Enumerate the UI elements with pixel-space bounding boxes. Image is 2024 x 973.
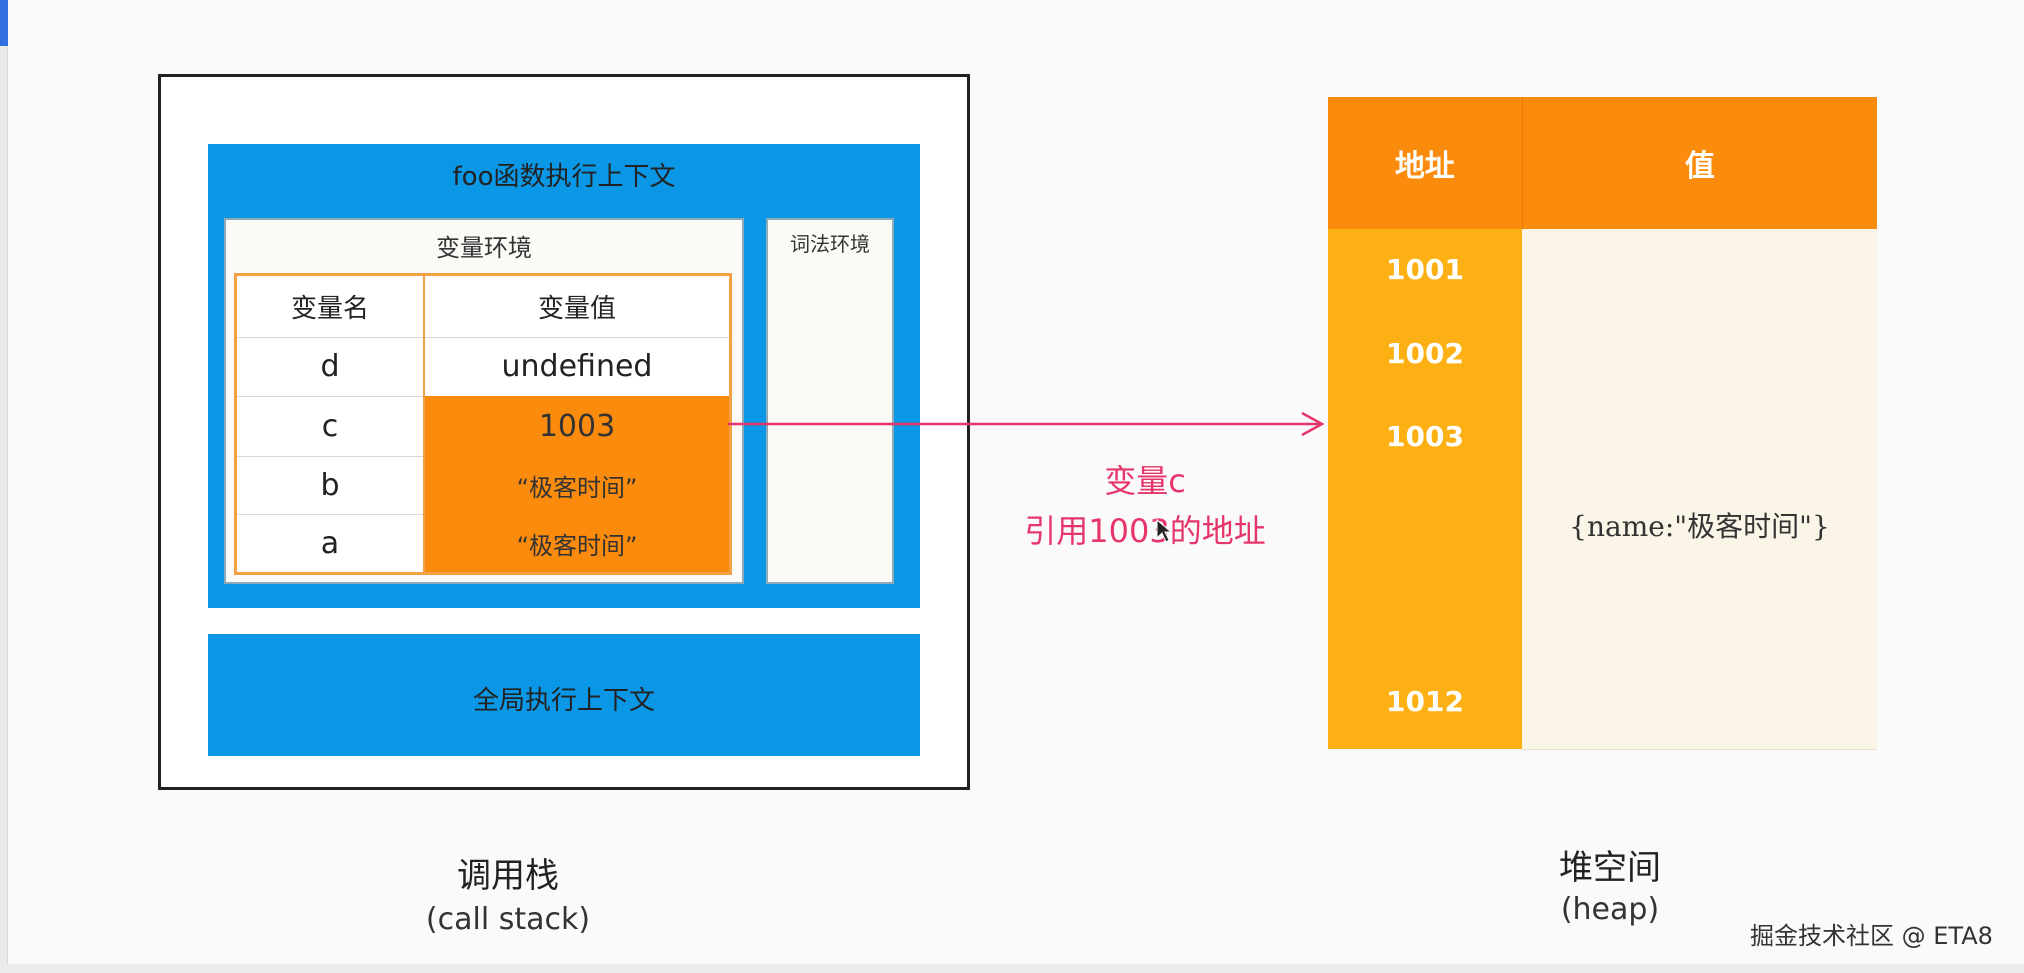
variable-name-cell: b <box>237 456 425 514</box>
lexical-environment-title: 词法环境 <box>790 232 870 256</box>
variable-value-cell: “极客时间” <box>425 514 729 572</box>
heap-address-cell <box>1328 475 1522 567</box>
variable-value-cell: 1003 <box>425 396 729 456</box>
heap-value-cell <box>1522 229 1877 310</box>
heap-header-value: 值 <box>1684 149 1715 184</box>
watermark: 掘金技术社区 @ ETA8 <box>1750 922 1993 950</box>
lexical-environment <box>766 218 894 584</box>
call-stack-caption-sub: (call stack) <box>425 902 591 937</box>
header-variable-value: 变量值 <box>537 294 616 324</box>
table-row: a “极客时间” <box>237 514 729 572</box>
heap-table: 地址 值 1001 1002 1003 {name:"极客时间"} 1012 <box>1328 97 1877 750</box>
heap-address-cell: 1002 <box>1328 309 1522 399</box>
call-stack-caption: 调用栈 <box>457 856 559 896</box>
variable-name-cell: c <box>237 396 425 456</box>
annotation-line-1: 变量c <box>1104 462 1186 500</box>
annotation-line-2: 引用1003的地址 <box>1024 512 1266 550</box>
left-sidebar-strip <box>0 0 8 973</box>
variable-value-cell: “极客时间” <box>425 456 729 514</box>
table-row: d undefined <box>237 337 729 397</box>
heap-header: 地址 值 <box>1328 97 1877 229</box>
heap-value-cell <box>1522 309 1877 398</box>
variable-table-header: 变量名 变量值 <box>237 276 729 338</box>
table-row: b “极客时间” <box>237 456 729 515</box>
header-variable-name: 变量名 <box>237 276 425 337</box>
foo-context-title: foo函数执行上下文 <box>452 162 676 192</box>
heap-caption-sub: (heap) <box>1560 892 1660 927</box>
variable-environment-title: 变量环境 <box>436 234 532 262</box>
left-sidebar-accent <box>0 0 8 46</box>
variable-value-cell: undefined <box>501 349 653 384</box>
variable-name-cell: a <box>237 514 425 572</box>
heap-address-cell <box>1328 565 1522 655</box>
table-row: c 1003 <box>237 396 729 457</box>
global-execution-context <box>208 634 920 756</box>
bottom-bar <box>0 964 2024 973</box>
heap-address-cell: 1001 <box>1328 229 1522 311</box>
heap-address-cell: 1012 <box>1328 653 1522 749</box>
heap-caption: 堆空间 <box>1559 848 1661 888</box>
mouse-cursor-icon <box>1156 518 1173 543</box>
arrow-head <box>1301 411 1325 437</box>
heap-header-address: 地址 <box>1328 97 1523 229</box>
heap-value-cell <box>1522 397 1877 654</box>
heap-address-cell: 1003 <box>1328 397 1522 477</box>
variable-name-cell: d <box>237 337 425 396</box>
heap-object-value: {name:"极客时间"} <box>1569 510 1830 543</box>
heap-value-cell <box>1522 653 1877 750</box>
global-context-title: 全局执行上下文 <box>472 686 655 716</box>
variable-table: 变量名 变量值 d undefined c 1003 b “极客时间” a “极… <box>234 273 732 575</box>
